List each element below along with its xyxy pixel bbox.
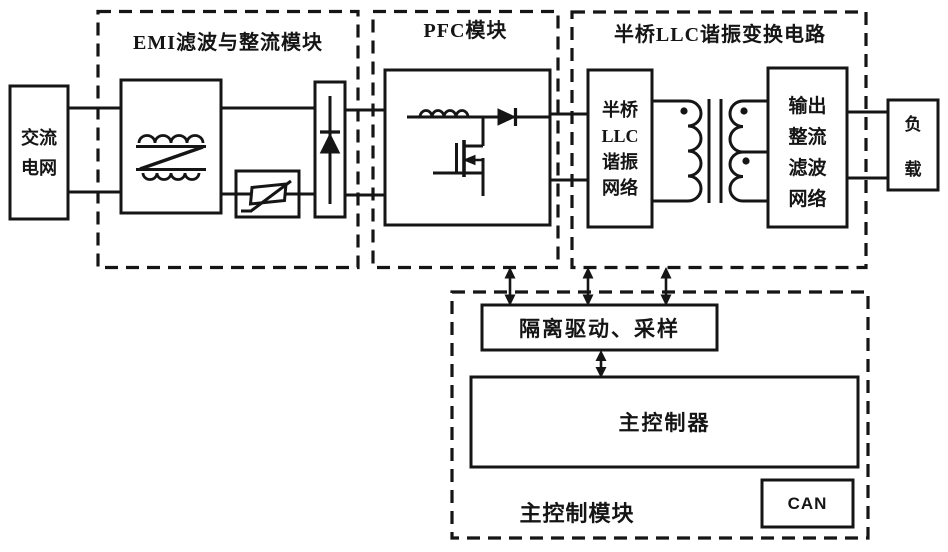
can-label: CAN	[787, 493, 828, 513]
boost-converter-icon	[407, 108, 550, 196]
control-module-border	[450, 290, 870, 540]
emi-module-title: EMI滤波与整流模块	[133, 32, 323, 54]
llc-network-label: 半桥 LLC 谐振 网络	[588, 70, 652, 227]
ac-grid-line-2: 电网	[21, 157, 57, 178]
diode-icon	[319, 96, 341, 204]
load-box	[886, 98, 940, 192]
ac-grid-box	[8, 84, 70, 221]
ac-grid-line-1: 交流	[21, 127, 57, 148]
ac-grid-label: 交流 电网	[10, 86, 68, 219]
output-network-line-3: 滤波	[788, 157, 827, 179]
llc-network-box	[586, 68, 654, 229]
output-network-label: 输出 整流 滤波 网络	[768, 68, 847, 227]
llc-network-line-1: 半桥	[602, 99, 638, 120]
wires	[68, 99, 888, 203]
secondary-mid-polarity-dot	[742, 157, 750, 165]
secondary-top-polarity-dot	[740, 107, 748, 115]
pfc-module-border	[371, 9, 560, 270]
main-controller-box	[469, 375, 860, 469]
load-label: 负 载	[888, 100, 938, 190]
control-link-arrows	[504, 267, 672, 378]
isolation-drive-label: 隔离驱动、采样	[519, 316, 680, 341]
load-line-2: 载	[904, 160, 922, 179]
llc-control-arrow-1	[582, 267, 594, 306]
output-network-line-2: 整流	[788, 126, 827, 148]
llc-network-line-2: LLC	[601, 125, 639, 146]
output-network-box	[766, 66, 849, 229]
pfc-module-title: PFC模块	[423, 20, 508, 42]
llc-network-line-4: 网络	[602, 177, 638, 198]
control-module-title: 主控制模块	[519, 501, 635, 526]
pfc-control-arrow	[504, 267, 516, 306]
isolation-drive-box	[480, 303, 719, 352]
center-tapped-transformer-icon	[680, 99, 750, 203]
common-mode-choke-icon	[136, 134, 206, 181]
llc-module-title: 半桥LLC谐振变换电路	[613, 24, 827, 46]
mosfet-icon	[433, 117, 485, 196]
boost-diode-icon	[497, 108, 517, 126]
load-line-1: 负	[904, 115, 922, 134]
varistor-icon	[236, 179, 299, 213]
main-controller-label: 主控制器	[618, 411, 711, 435]
output-network-line-4: 网络	[788, 188, 827, 210]
output-network-line-1: 输出	[788, 95, 827, 117]
primary-polarity-dot	[680, 107, 688, 115]
can-box	[760, 478, 855, 529]
isolation-controller-arrow	[595, 350, 607, 378]
emi-module-border	[96, 9, 360, 270]
llc-network-line-3: 谐振	[602, 151, 638, 172]
llc-control-arrow-2	[660, 267, 672, 306]
llc-module-border	[570, 10, 868, 270]
